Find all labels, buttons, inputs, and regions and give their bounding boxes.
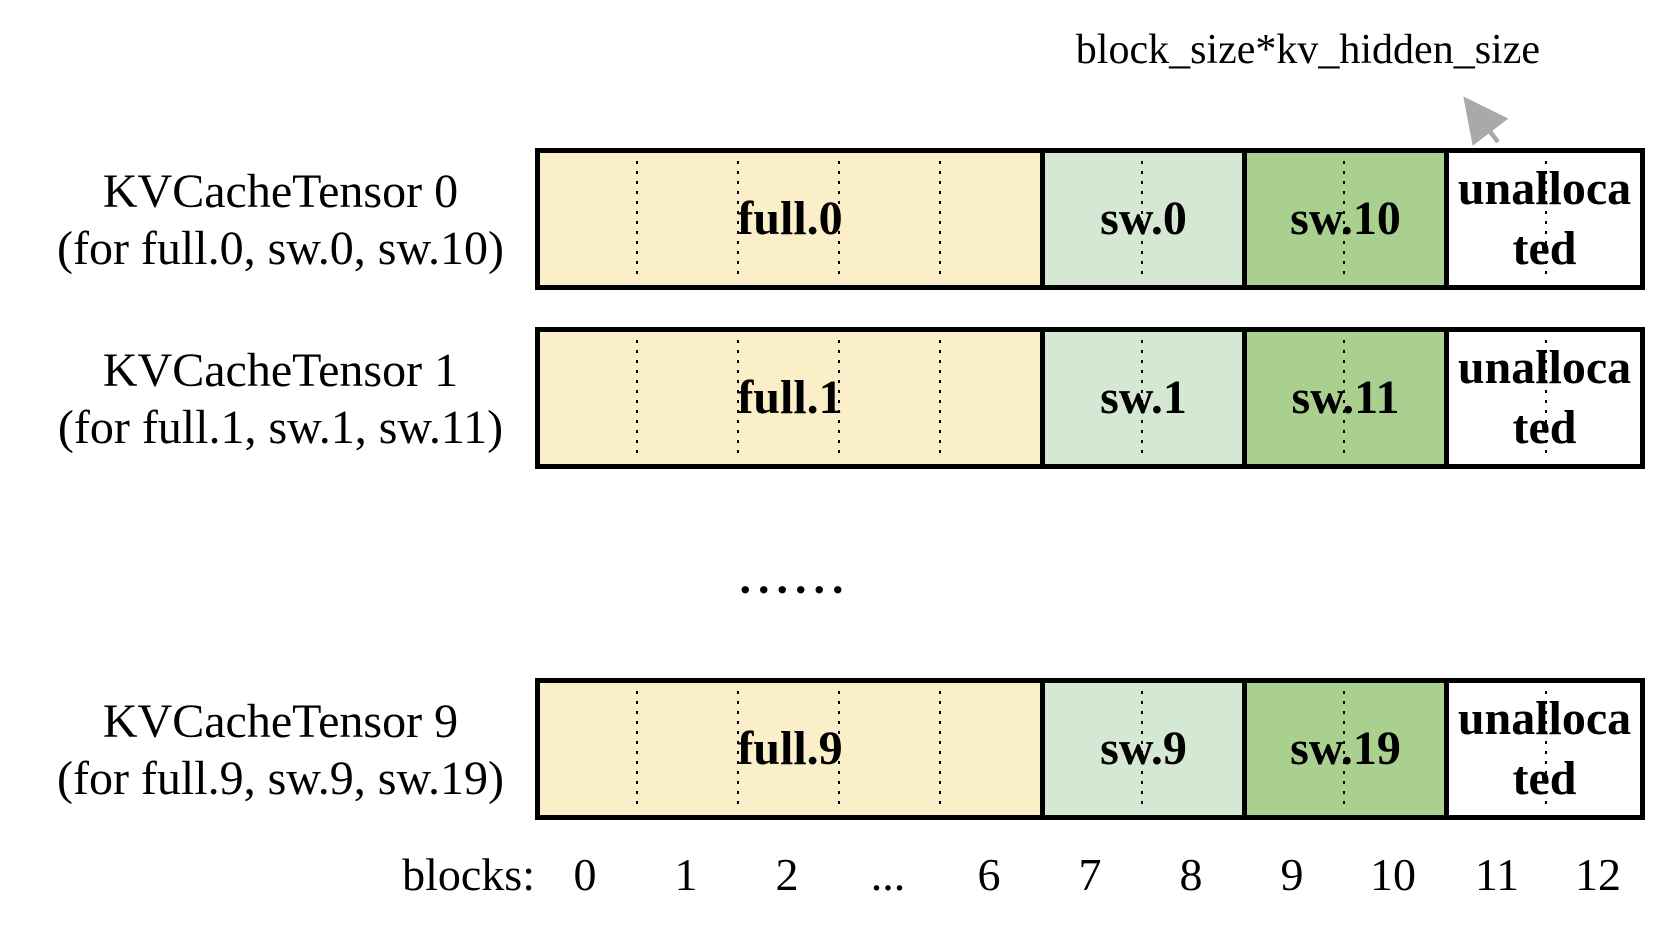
tensor-0-unallocated-segment: unalloca ted bbox=[1444, 153, 1640, 285]
block-tick-7: 7 bbox=[1078, 849, 1102, 900]
tensor-1-bar: full.1 sw.1 sw.11 unalloca ted bbox=[535, 327, 1645, 469]
unallocated-label: unalloca ted bbox=[1457, 341, 1632, 454]
block-tick-1: 1 bbox=[674, 849, 698, 900]
tensor-9-full-segment: full.9 bbox=[540, 683, 1040, 815]
tensor-1-sw11-segment: sw.11 bbox=[1242, 332, 1444, 464]
block-divider bbox=[1343, 691, 1345, 807]
block-divider bbox=[1545, 340, 1547, 456]
tensor-0-subtitle: (for full.0, sw.0, sw.10) bbox=[56, 222, 505, 275]
sw-segment-label: sw.10 bbox=[1290, 192, 1401, 245]
tensor-9-bar: full.9 sw.9 sw.19 unalloca ted bbox=[535, 678, 1645, 820]
block-divider bbox=[636, 691, 638, 807]
block-divider bbox=[737, 340, 739, 456]
block-divider bbox=[636, 340, 638, 456]
sw-segment-label: sw.0 bbox=[1100, 192, 1187, 245]
sw-segment-label: sw.1 bbox=[1100, 371, 1187, 424]
row-label-tensor-1: KVCacheTensor 1 (for full.1, sw.1, sw.11… bbox=[28, 342, 533, 456]
block-divider bbox=[939, 340, 941, 456]
tensor-1-subtitle: (for full.1, sw.1, sw.11) bbox=[57, 401, 504, 454]
block-divider bbox=[1141, 340, 1143, 456]
block-divider bbox=[1141, 691, 1143, 807]
rows-ellipsis: ...... bbox=[739, 552, 851, 603]
block-divider bbox=[838, 161, 840, 277]
sw-segment-label: sw.19 bbox=[1290, 722, 1401, 775]
annotation-arrow-icon bbox=[1463, 96, 1509, 146]
tensor-0-bar: full.0 sw.0 sw.10 unalloca ted bbox=[535, 148, 1645, 290]
tensor-1-full-segment: full.1 bbox=[540, 332, 1040, 464]
block-tick-9: 9 bbox=[1280, 849, 1304, 900]
tensor-0-sw-segment: sw.0 bbox=[1040, 153, 1242, 285]
block-divider bbox=[1545, 161, 1547, 277]
block-tick-8: 8 bbox=[1179, 849, 1203, 900]
block-divider bbox=[939, 691, 941, 807]
row-label-tensor-9: KVCacheTensor 9 (for full.9, sw.9, sw.19… bbox=[28, 693, 533, 807]
blocks-axis-label: blocks: bbox=[402, 849, 535, 900]
unallocated-label: unalloca ted bbox=[1457, 162, 1632, 275]
tensor-9-unallocated-segment: unalloca ted bbox=[1444, 683, 1640, 815]
sw-segment-label: sw.9 bbox=[1100, 722, 1187, 775]
tensor-9-title: KVCacheTensor 9 bbox=[102, 695, 459, 748]
block-divider bbox=[1545, 691, 1547, 807]
block-divider bbox=[939, 161, 941, 277]
block-divider bbox=[1343, 161, 1345, 277]
tensor-0-sw10-segment: sw.10 bbox=[1242, 153, 1444, 285]
block-divider bbox=[636, 161, 638, 277]
full-segment-label: full.9 bbox=[737, 722, 843, 775]
tensor-0-full-segment: full.0 bbox=[540, 153, 1040, 285]
full-segment-label: full.0 bbox=[737, 192, 843, 245]
block-tick-6: 6 bbox=[977, 849, 1001, 900]
sw-segment-label: sw.11 bbox=[1291, 371, 1400, 424]
block-tick-10: 10 bbox=[1370, 849, 1416, 900]
row-label-tensor-0: KVCacheTensor 0 (for full.0, sw.0, sw.10… bbox=[28, 163, 533, 277]
tensor-9-sw19-segment: sw.19 bbox=[1242, 683, 1444, 815]
block-divider bbox=[1141, 161, 1143, 277]
unallocated-label: unalloca ted bbox=[1457, 692, 1632, 805]
tensor-9-sw-segment: sw.9 bbox=[1040, 683, 1242, 815]
block-divider bbox=[838, 340, 840, 456]
tensor-1-unallocated-segment: unalloca ted bbox=[1444, 332, 1640, 464]
full-segment-label: full.1 bbox=[737, 371, 843, 424]
block-tick-11: 11 bbox=[1474, 849, 1520, 900]
tensor-1-title: KVCacheTensor 1 bbox=[102, 344, 459, 397]
block-divider bbox=[838, 691, 840, 807]
block-tick-ellipsis: ... bbox=[870, 849, 906, 900]
block-tick-0: 0 bbox=[573, 849, 597, 900]
block-tick-2: 2 bbox=[775, 849, 799, 900]
tensor-9-subtitle: (for full.9, sw.9, sw.19) bbox=[56, 752, 505, 805]
block-divider bbox=[1343, 340, 1345, 456]
block-divider bbox=[737, 161, 739, 277]
tensor-0-title: KVCacheTensor 0 bbox=[102, 165, 459, 218]
tensor-1-sw-segment: sw.1 bbox=[1040, 332, 1242, 464]
block-tick-12: 12 bbox=[1575, 849, 1621, 900]
block-divider bbox=[737, 691, 739, 807]
block-size-annotation: block_size*kv_hidden_size bbox=[1075, 27, 1540, 73]
